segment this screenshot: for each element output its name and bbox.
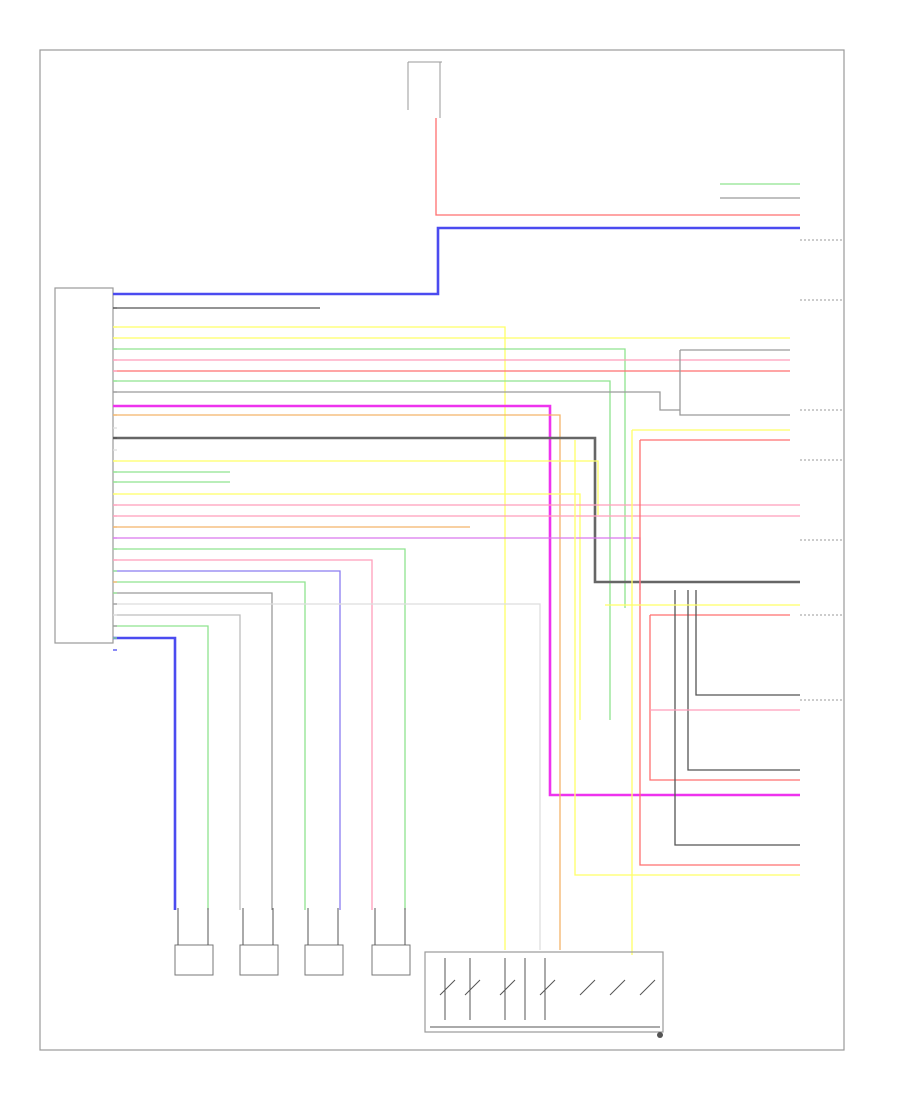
wire-red-right-2 [649,614,800,781]
top-connector [407,61,442,118]
wire-green-26 [113,581,306,910]
sensor [174,908,214,976]
pin-labels [113,293,117,651]
sensor-body [304,944,344,976]
wire-dark-13 [113,436,800,584]
wire-light-28 [113,603,541,950]
wire-yellow-lower [574,440,800,876]
wire-gray-29 [113,614,241,910]
wire-yellow-3 [113,326,506,950]
wire-green-5 [113,348,626,608]
wire-yellow-right [631,429,790,955]
sensor-body [371,944,411,976]
wire-dark-right-2 [687,590,800,771]
wire-pink-24 [113,559,373,910]
wire-yellow-18 [113,493,581,720]
wire-red-power [435,118,800,216]
wire-dark-right [674,590,800,846]
wire-dark-right-3 [695,590,800,696]
sensor-body [174,944,214,976]
wires [113,118,800,955]
wire-green-23 [113,548,406,910]
wire-yellow-15 [113,460,599,515]
sensor-body [239,944,279,976]
control-module [54,287,114,644]
wire-blue-main [113,226,800,296]
wire-red-right [639,439,800,866]
wire-gray-27 [113,592,273,910]
sensor [304,908,344,976]
diagram-border [39,49,845,1051]
wire-gray-right [679,349,790,416]
wire-violet-25 [113,570,341,910]
right-components [800,239,842,701]
wire-blue-31 [113,636,177,910]
wire-green-30 [113,625,209,910]
wire-orange-11 [113,414,561,950]
wire-gray-9 [113,391,680,411]
sensor-row [174,908,411,976]
wire-green-8 [113,380,611,720]
wire-magenta-10 [113,404,800,797]
switch-assembly [424,951,664,1038]
sensor [371,908,411,976]
sensor [239,908,279,976]
